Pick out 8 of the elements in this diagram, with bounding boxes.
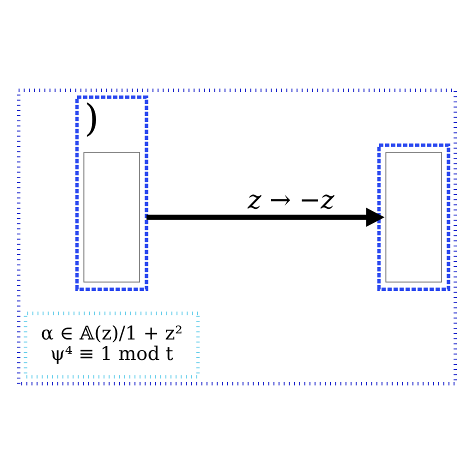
cluster: ): [75, 95, 148, 292]
edge-label: z → −z: [248, 186, 334, 216]
node-box: [385, 152, 442, 282]
node-box: [83, 152, 140, 282]
node-box: α ∈ 𝔸(z)/1 + z² ψ⁴ ≡ 1 mod t: [24, 312, 200, 379]
arrow: [146, 208, 385, 227]
cluster: [16, 88, 458, 386]
cluster: [377, 143, 450, 292]
